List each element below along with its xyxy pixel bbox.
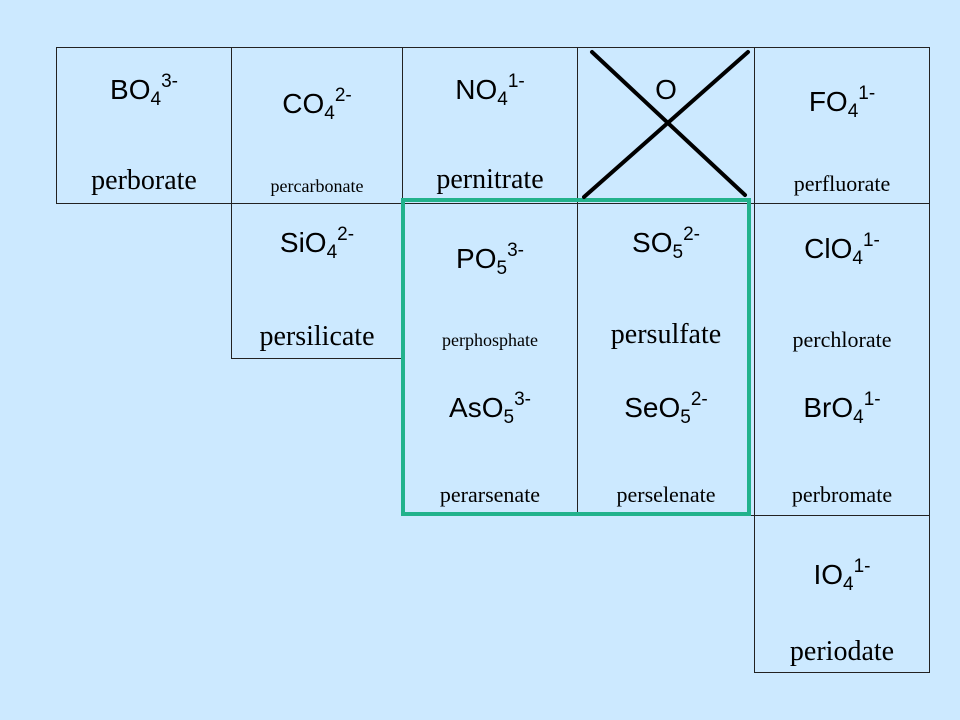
cell-perphosphate: PO53- perphosphate — [402, 203, 578, 359]
name-pernitrate: pernitrate — [436, 164, 544, 195]
formula-o: O — [655, 74, 677, 105]
formula-fo4: FO41- — [808, 83, 876, 122]
formula-no4: NO41- — [455, 71, 525, 110]
name-perphosphate: perphosphate — [442, 330, 538, 350]
name-perfluorate: perfluorate — [793, 171, 891, 196]
cell-perborate: BO43- perborate — [56, 47, 232, 204]
cell-pernitrate: NO41- pernitrate — [402, 47, 578, 204]
cell-perfluorate: FO41- perfluorate — [754, 47, 930, 204]
cell-persulfate: SO52- persulfate — [577, 203, 755, 359]
cell-perchlorate: ClO41- perchlorate — [754, 203, 930, 359]
formula-aso5: AsO53- — [449, 389, 531, 428]
formula-seo5: SeO52- — [624, 389, 708, 428]
cell-oxygen-crossed: O — [577, 47, 755, 204]
name-persulfate: persulfate — [610, 319, 722, 350]
formula-bo4: BO43- — [110, 71, 178, 110]
name-perarsenate: perarsenate — [439, 482, 541, 507]
cell-periodate: IO41- periodate — [754, 515, 930, 673]
name-percarbonate: percarbonate — [270, 176, 364, 196]
formula-bro4: BrO41- — [803, 389, 881, 428]
name-persilicate: persilicate — [259, 321, 375, 352]
cell-persilicate: SiO42- persilicate — [231, 203, 403, 359]
cell-perselenate: SeO52- perselenate — [577, 358, 755, 516]
name-perbromate: perbromate — [791, 482, 893, 507]
cell-perbromate: BrO41- perbromate — [754, 358, 930, 516]
formula-co4: CO42- — [282, 85, 352, 124]
formula-sio4: SiO42- — [279, 224, 355, 263]
name-perborate: perborate — [91, 165, 197, 196]
name-perchlorate: perchlorate — [792, 327, 892, 352]
cell-perarsenate: AsO53- perarsenate — [402, 358, 578, 516]
cell-percarbonate: CO42- percarbonate — [231, 47, 403, 204]
formula-so5: SO52- — [632, 224, 700, 263]
name-perselenate: perselenate — [616, 482, 716, 507]
formula-clo4: ClO41- — [804, 230, 880, 269]
formula-po5: PO53- — [456, 240, 524, 279]
name-periodate: periodate — [789, 636, 895, 667]
formula-io4: IO41- — [813, 556, 871, 595]
